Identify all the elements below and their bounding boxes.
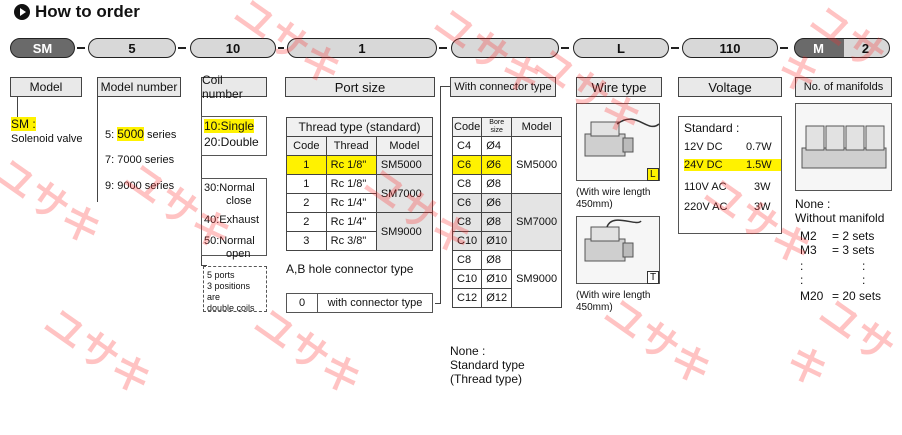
pill-separator [671,47,679,49]
page-title: How to order [14,2,140,22]
connector-line [201,265,207,266]
header-coil-number: Coil number [201,73,267,101]
model-number-option: 9: 9000 series [105,180,175,192]
code-pill-connector [451,38,559,58]
header-port-size: Port size [285,77,435,97]
pill-separator [278,47,284,49]
manifold-list: M2= 2 sets M3= 3 sets :: :: M20= 20 sets [800,229,882,303]
header-wire-type: Wire type [576,77,662,97]
connector-line [440,86,450,87]
manifold-image [795,103,892,191]
header-connector: With connector type [450,77,556,97]
solenoid-valve-illustration [584,118,660,157]
connector-line [435,303,441,304]
code-pill-coil-number: 10 [190,38,276,58]
coil-basic-box: 10:Single 20:Double [201,116,267,156]
pill-separator [178,47,186,49]
wire-l-badge: L [647,168,659,181]
code-pill-port-size: 1 [287,38,437,58]
connector-line [97,97,98,202]
model-number-option: 7: 7000 series [105,154,175,166]
model-desc: Solenoid valve [11,133,83,145]
coil-3pos-box: 30:Normal close 40:Exhaust 50:Normal ope… [201,178,267,260]
code-pill-wire: L [573,38,669,58]
pill-separator [561,47,569,49]
watermark: ユサキ [777,290,902,397]
connector-line [17,97,18,117]
model-number-option: 5: 5000 series [105,127,177,141]
ab-connector-box: 0 with connector type [286,293,433,313]
solenoid-valve-illustration [584,219,642,262]
manifold-illustration [801,125,887,169]
pill-separator [77,47,85,49]
play-circle-icon [14,4,30,20]
code-pill-model-number: 5 [88,38,176,58]
header-manifolds: No. of manifolds [795,77,892,97]
port-table-title: Thread type (standard) [286,117,433,137]
watermark: ユサキ [35,299,160,405]
wire-l-image: L [576,103,660,181]
pill-separator [780,47,788,49]
manifold-none: None : Without manifold [795,197,885,225]
model-code: SM : [11,117,36,131]
code-pill-voltage: 110 [682,38,778,58]
connector-line [440,86,441,304]
ab-label: A,B hole connector type [286,262,414,276]
wire-t-image: T [576,216,660,284]
code-pill-model: SM [10,38,75,58]
page-title-text: How to order [35,2,140,21]
pill-separator [439,47,447,49]
header-model-number: Model number [97,77,181,97]
watermark: ユサキ [0,149,110,255]
wire-t-badge: T [647,271,660,284]
connector-none: None :Standard type(Thread type) [450,344,525,386]
header-voltage: Voltage [678,77,782,97]
header-model: Model [10,77,82,97]
